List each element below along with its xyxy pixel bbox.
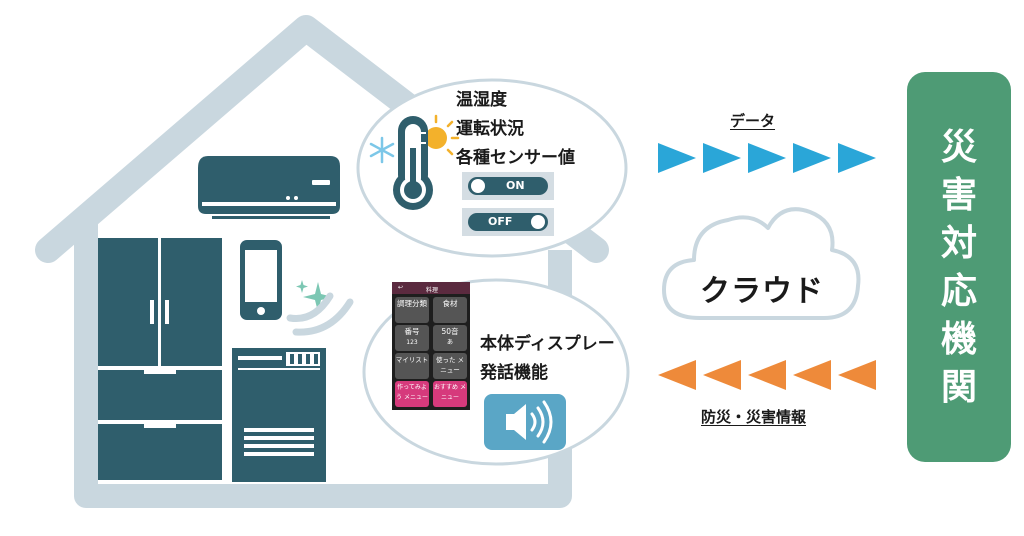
toggle-off-switch [462, 208, 554, 236]
screen-button-recommended-menu: おすすめ メニュー [433, 381, 467, 407]
screen-button-ingredient: 食材 [433, 297, 467, 323]
data-label: データ [730, 112, 776, 130]
wireless-waves-icon [286, 292, 354, 336]
screen-button-number: 番号 123 [395, 325, 429, 351]
display-features: 本体ディスプレー 発話機能 [480, 330, 615, 388]
data-arrows [658, 143, 876, 173]
disaster-info-arrows [658, 360, 876, 390]
speaker-icon [484, 394, 566, 450]
toggle-on-label: ON [506, 179, 525, 192]
toggle-on-switch [462, 172, 554, 200]
smartphone-icon [240, 240, 282, 320]
cloud-label: クラウド [700, 274, 824, 309]
snowflake-icon [369, 136, 395, 164]
screen-button-mylist: マイリスト [395, 353, 429, 379]
screen-button-try-menu: 作ってみよう メニュー [395, 381, 429, 407]
refrigerator-icon [98, 238, 222, 480]
air-conditioner-icon [198, 156, 340, 219]
disaster-agency-title: 災 害 対 応 機 関 [940, 127, 977, 408]
disaster-agency-panel: 災 害 対 応 機 関 [907, 72, 1011, 462]
sensor-list: 温湿度 運転状況 各種センサー値 [456, 86, 575, 173]
feature-speech: 発話機能 [480, 363, 548, 383]
screen-button-used-menu: 使った メニュー [433, 353, 467, 379]
feature-display: 本体ディスプレー [480, 334, 615, 354]
sparkle-icon [296, 280, 333, 312]
water-heater-icon [232, 348, 326, 482]
disaster-info-label: 防災・災害情報 [701, 408, 807, 426]
toggle-off-label: OFF [488, 215, 513, 228]
cloud-icon [662, 207, 861, 320]
screen-button-category: 調理分類 [395, 297, 429, 323]
sensor-item-status: 運転状況 [456, 119, 524, 139]
screen-title: 料理 [426, 287, 439, 294]
sensor-item-values: 各種センサー値 [456, 148, 575, 168]
sensor-item-humidity: 温湿度 [456, 90, 507, 110]
screen-back-icon: ↩ [398, 284, 404, 291]
thermometer-icon [393, 114, 460, 210]
screen-button-syllabary: 50音 あ [433, 325, 467, 351]
